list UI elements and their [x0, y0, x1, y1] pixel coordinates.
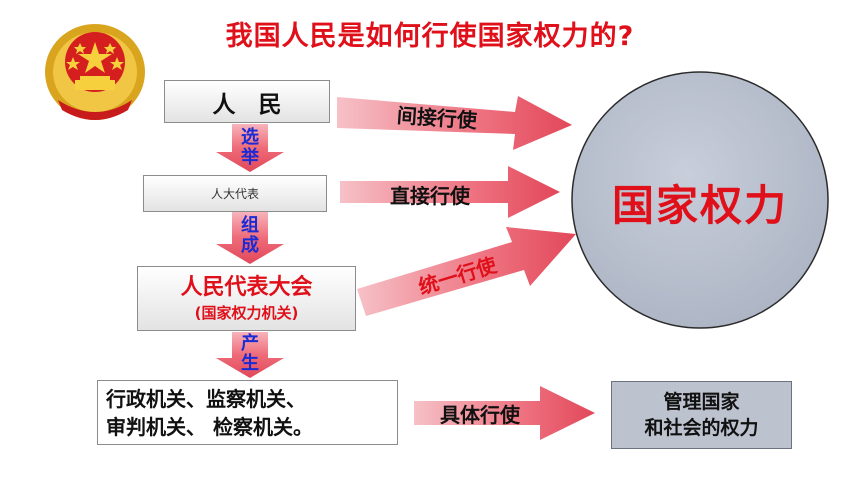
congress-main-label: 人民代表大会 [180, 274, 313, 300]
arrow-indirect [337, 96, 572, 150]
manage-line-1: 管理国家 [663, 391, 740, 413]
people-label: 人 民 [212, 91, 282, 118]
manage-line-2: 和社会的权力 [644, 417, 759, 439]
form-char-2: 成 [241, 235, 259, 256]
down-arrow-elect [216, 124, 284, 172]
down-arrow-produce [216, 332, 284, 378]
congress-box: 人民代表大会 (国家权力机关) [137, 266, 356, 331]
form-char-1: 组 [241, 215, 259, 236]
page-title: 我国人民是如何行使国家权力的? [225, 21, 635, 52]
manage-power-box: 管理国家 和社会的权力 [611, 381, 792, 449]
state-power-label: 国家权力 [611, 181, 788, 230]
produce-char-1: 产 [241, 333, 259, 354]
organs-line-2: 审判机关、 检察机关。 [106, 414, 313, 439]
npc-deputies-box: 人大代表 [143, 175, 327, 212]
form-label: 组 成 [238, 216, 262, 256]
elect-char-2: 举 [241, 147, 259, 168]
congress-sub-label: (国家权力机关) [194, 303, 299, 322]
national-emblem-icon [45, 24, 145, 120]
elect-label: 选 举 [238, 128, 262, 168]
arrow-direct [340, 166, 560, 218]
organs-line-1: 行政机关、监察机关、 [106, 386, 306, 411]
down-arrow-form [216, 212, 284, 264]
arrow-unified [357, 227, 576, 316]
npc-deputies-label: 人大代表 [210, 187, 259, 201]
arrow-specific [414, 386, 595, 440]
specific-label: 具体行使 [440, 403, 520, 427]
organs-box: 行政机关、监察机关、 审判机关、 检察机关。 [97, 380, 398, 445]
produce-label: 产 生 [238, 334, 262, 374]
direct-label: 直接行使 [390, 184, 470, 208]
people-box: 人 民 [164, 80, 330, 123]
state-power-circle [571, 71, 829, 329]
elect-char-1: 选 [241, 127, 259, 148]
produce-char-2: 生 [241, 353, 259, 374]
